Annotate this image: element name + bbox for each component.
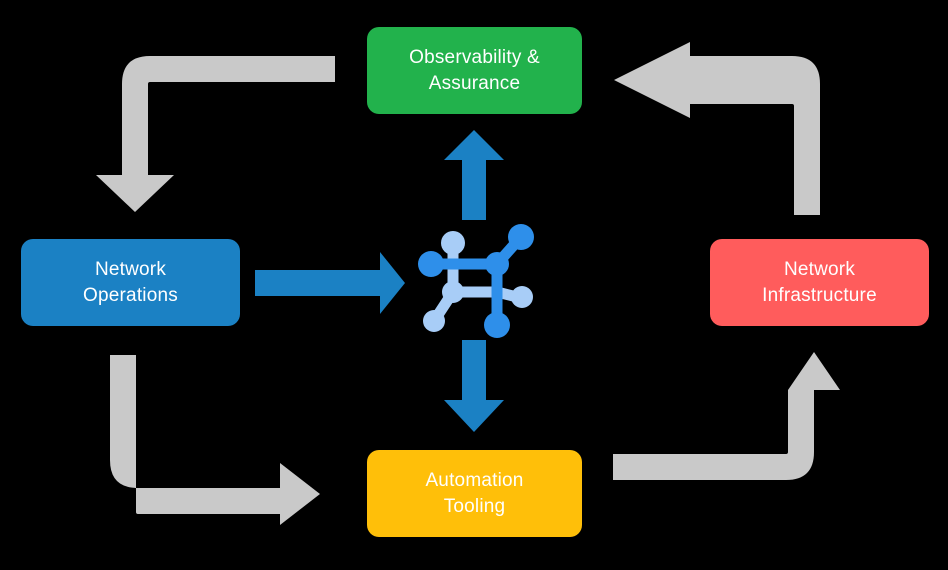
node-automation-label: Automation Tooling [425,469,524,517]
connector-infrastructure-to-observability [614,42,820,215]
node-operations-label: Network Operations [83,258,178,306]
connector-observability-to-operations [96,56,335,212]
node-observability-label: Observability & Assurance [409,46,540,94]
connector-automation-to-infrastructure [613,352,840,480]
connector-operations-to-automation [110,355,320,525]
connector-center-to-observability [444,130,504,220]
connector-operations-to-center [255,252,405,314]
node-network-infrastructure[interactable]: Network Infrastructure [710,239,929,326]
node-observability-assurance[interactable]: Observability & Assurance [367,27,582,114]
node-infrastructure-label: Network Infrastructure [762,258,877,306]
connector-center-to-automation [444,340,504,432]
node-automation-tooling[interactable]: Automation Tooling [367,450,582,537]
node-network-operations[interactable]: Network Operations [21,239,240,326]
